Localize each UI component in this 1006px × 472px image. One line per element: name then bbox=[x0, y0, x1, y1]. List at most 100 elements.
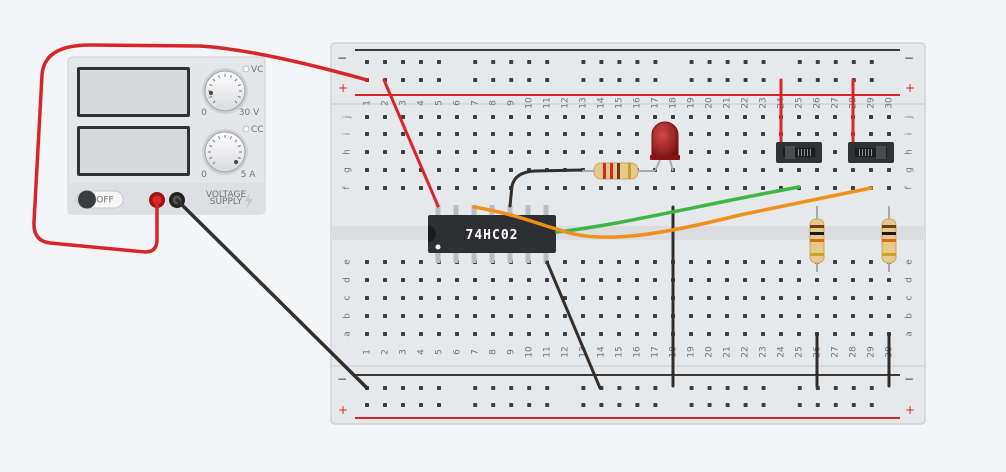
breadboard-hole[interactable] bbox=[779, 332, 783, 336]
breadboard-hole[interactable] bbox=[527, 132, 531, 136]
breadboard-hole[interactable] bbox=[491, 186, 495, 190]
breadboard-hole[interactable] bbox=[887, 115, 891, 119]
breadboard-hole[interactable] bbox=[815, 403, 820, 407]
breadboard-hole[interactable] bbox=[617, 332, 621, 336]
breadboard-hole[interactable] bbox=[869, 78, 874, 82]
breadboard-hole[interactable] bbox=[383, 403, 387, 407]
breadboard-hole[interactable] bbox=[743, 168, 747, 172]
breadboard-hole[interactable] bbox=[599, 260, 603, 264]
breadboard-hole[interactable] bbox=[401, 314, 405, 318]
breadboard-hole[interactable] bbox=[491, 278, 495, 282]
breadboard-hole[interactable] bbox=[545, 386, 550, 390]
breadboard-hole[interactable] bbox=[707, 278, 711, 282]
breadboard-hole[interactable] bbox=[869, 278, 873, 282]
breadboard-hole[interactable] bbox=[563, 332, 567, 336]
breadboard-hole[interactable] bbox=[419, 278, 423, 282]
breadboard-hole[interactable] bbox=[833, 150, 837, 154]
breadboard-hole[interactable] bbox=[419, 115, 423, 119]
breadboard-hole[interactable] bbox=[581, 332, 585, 336]
breadboard-hole[interactable] bbox=[545, 332, 549, 336]
wire-vcc[interactable] bbox=[382, 78, 440, 208]
breadboard-hole[interactable] bbox=[869, 260, 873, 264]
breadboard-hole[interactable] bbox=[401, 150, 405, 154]
breadboard-hole[interactable] bbox=[689, 60, 694, 64]
breadboard-hole[interactable] bbox=[761, 186, 765, 190]
wire-input-b-orange[interactable] bbox=[472, 186, 873, 239]
breadboard-hole[interactable] bbox=[527, 278, 531, 282]
breadboard-hole[interactable] bbox=[743, 60, 748, 64]
breadboard-hole[interactable] bbox=[527, 403, 532, 407]
breadboard-hole[interactable] bbox=[761, 260, 765, 264]
breadboard-hole[interactable] bbox=[599, 278, 603, 282]
breadboard-hole[interactable] bbox=[581, 132, 585, 136]
breadboard-hole[interactable] bbox=[725, 168, 729, 172]
breadboard-hole[interactable] bbox=[689, 278, 693, 282]
breadboard-hole[interactable] bbox=[725, 186, 729, 190]
breadboard-hole[interactable] bbox=[491, 168, 495, 172]
breadboard-hole[interactable] bbox=[869, 314, 873, 318]
breadboard-hole[interactable] bbox=[815, 186, 819, 190]
breadboard-hole[interactable] bbox=[833, 60, 838, 64]
breadboard-hole[interactable] bbox=[617, 186, 621, 190]
pull-down-resistor-1[interactable] bbox=[809, 206, 825, 272]
current-knob[interactable] bbox=[202, 129, 248, 175]
breadboard-hole[interactable] bbox=[635, 403, 640, 407]
breadboard-hole[interactable] bbox=[761, 168, 765, 172]
breadboard-hole[interactable] bbox=[887, 168, 891, 172]
breadboard-hole[interactable] bbox=[869, 403, 874, 407]
breadboard-hole[interactable] bbox=[851, 278, 855, 282]
breadboard-hole[interactable] bbox=[797, 403, 802, 407]
breadboard-hole[interactable] bbox=[527, 386, 532, 390]
breadboard-hole[interactable] bbox=[635, 386, 640, 390]
breadboard-hole[interactable] bbox=[383, 132, 387, 136]
breadboard-hole[interactable] bbox=[653, 386, 658, 390]
breadboard-hole[interactable] bbox=[761, 332, 765, 336]
breadboard-hole[interactable] bbox=[383, 115, 387, 119]
breadboard-hole[interactable] bbox=[617, 150, 621, 154]
breadboard-hole[interactable] bbox=[635, 186, 639, 190]
breadboard-hole[interactable] bbox=[473, 60, 478, 64]
breadboard-hole[interactable] bbox=[599, 132, 603, 136]
breadboard-hole[interactable] bbox=[653, 78, 658, 82]
breadboard-hole[interactable] bbox=[527, 332, 531, 336]
breadboard-hole[interactable] bbox=[599, 150, 603, 154]
breadboard-hole[interactable] bbox=[581, 278, 585, 282]
breadboard-hole[interactable] bbox=[833, 278, 837, 282]
breadboard-hole[interactable] bbox=[707, 132, 711, 136]
breadboard-hole[interactable] bbox=[833, 260, 837, 264]
breadboard-hole[interactable] bbox=[653, 186, 657, 190]
breadboard-hole[interactable] bbox=[545, 60, 550, 64]
breadboard-hole[interactable] bbox=[527, 115, 531, 119]
breadboard-hole[interactable] bbox=[383, 314, 387, 318]
breadboard-hole[interactable] bbox=[365, 278, 369, 282]
breadboard-hole[interactable] bbox=[833, 403, 838, 407]
breadboard-hole[interactable] bbox=[761, 132, 765, 136]
breadboard-hole[interactable] bbox=[599, 314, 603, 318]
breadboard-hole[interactable] bbox=[581, 260, 585, 264]
breadboard-hole[interactable] bbox=[743, 115, 747, 119]
breadboard-hole[interactable] bbox=[455, 132, 459, 136]
breadboard-hole[interactable] bbox=[833, 132, 837, 136]
breadboard-hole[interactable] bbox=[707, 314, 711, 318]
breadboard-hole[interactable] bbox=[401, 132, 405, 136]
breadboard-hole[interactable] bbox=[851, 332, 855, 336]
breadboard-hole[interactable] bbox=[545, 132, 549, 136]
breadboard-hole[interactable] bbox=[545, 78, 550, 82]
breadboard-hole[interactable] bbox=[725, 115, 729, 119]
breadboard-hole[interactable] bbox=[851, 296, 855, 300]
breadboard-hole[interactable] bbox=[545, 186, 549, 190]
breadboard-hole[interactable] bbox=[743, 332, 747, 336]
breadboard-hole[interactable] bbox=[383, 332, 387, 336]
breadboard-hole[interactable] bbox=[491, 115, 495, 119]
wire-supply-positive[interactable] bbox=[32, 43, 369, 254]
breadboard-hole[interactable] bbox=[707, 168, 711, 172]
breadboard-hole[interactable] bbox=[563, 132, 567, 136]
breadboard-hole[interactable] bbox=[527, 186, 531, 190]
breadboard-hole[interactable] bbox=[437, 150, 441, 154]
breadboard-hole[interactable] bbox=[473, 186, 477, 190]
red-led[interactable] bbox=[650, 121, 680, 172]
breadboard-hole[interactable] bbox=[725, 150, 729, 154]
breadboard-hole[interactable] bbox=[437, 296, 441, 300]
breadboard-hole[interactable] bbox=[509, 150, 513, 154]
led-resistor[interactable] bbox=[582, 162, 655, 180]
